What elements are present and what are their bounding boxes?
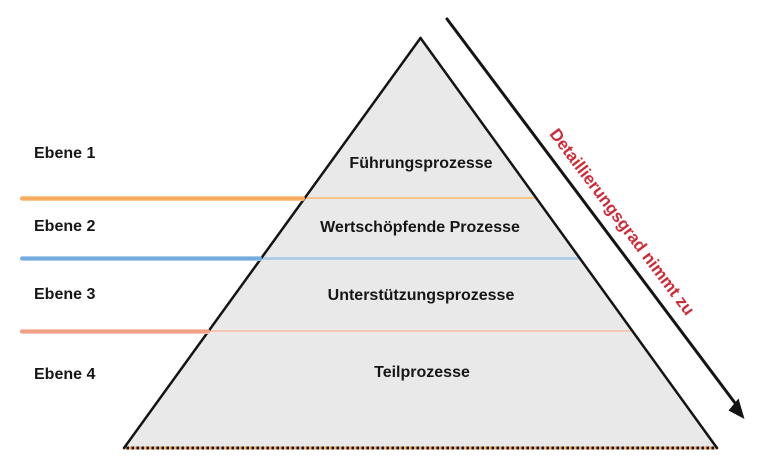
level-3-label: Ebene 3 (34, 286, 96, 303)
level-1-label: Ebene 1 (34, 145, 96, 162)
pyramid-band-1-label: Führungsprozesse (349, 155, 493, 172)
level-3-divider-line (20, 329, 210, 334)
pyramid-right-edge (419, 36, 719, 450)
pyramid-band-3-label: Unterstützungsprozesse (327, 287, 515, 304)
level-1-divider-line (20, 196, 305, 201)
level-2-label: Ebene 2 (34, 218, 96, 235)
level-2-divider-line (20, 256, 262, 261)
pyramid-band-4-label: Teilprozesse (374, 364, 470, 381)
detail-axis-arrowhead-icon (728, 398, 745, 419)
pyramid-left-edge (122, 36, 422, 450)
detail-axis-arrow-line (445, 17, 737, 405)
pyramid-band-2-label: Wertschöpfende Prozesse (320, 219, 520, 236)
pyramid-shape (124, 38, 717, 448)
level-4-label: Ebene 4 (34, 366, 96, 383)
